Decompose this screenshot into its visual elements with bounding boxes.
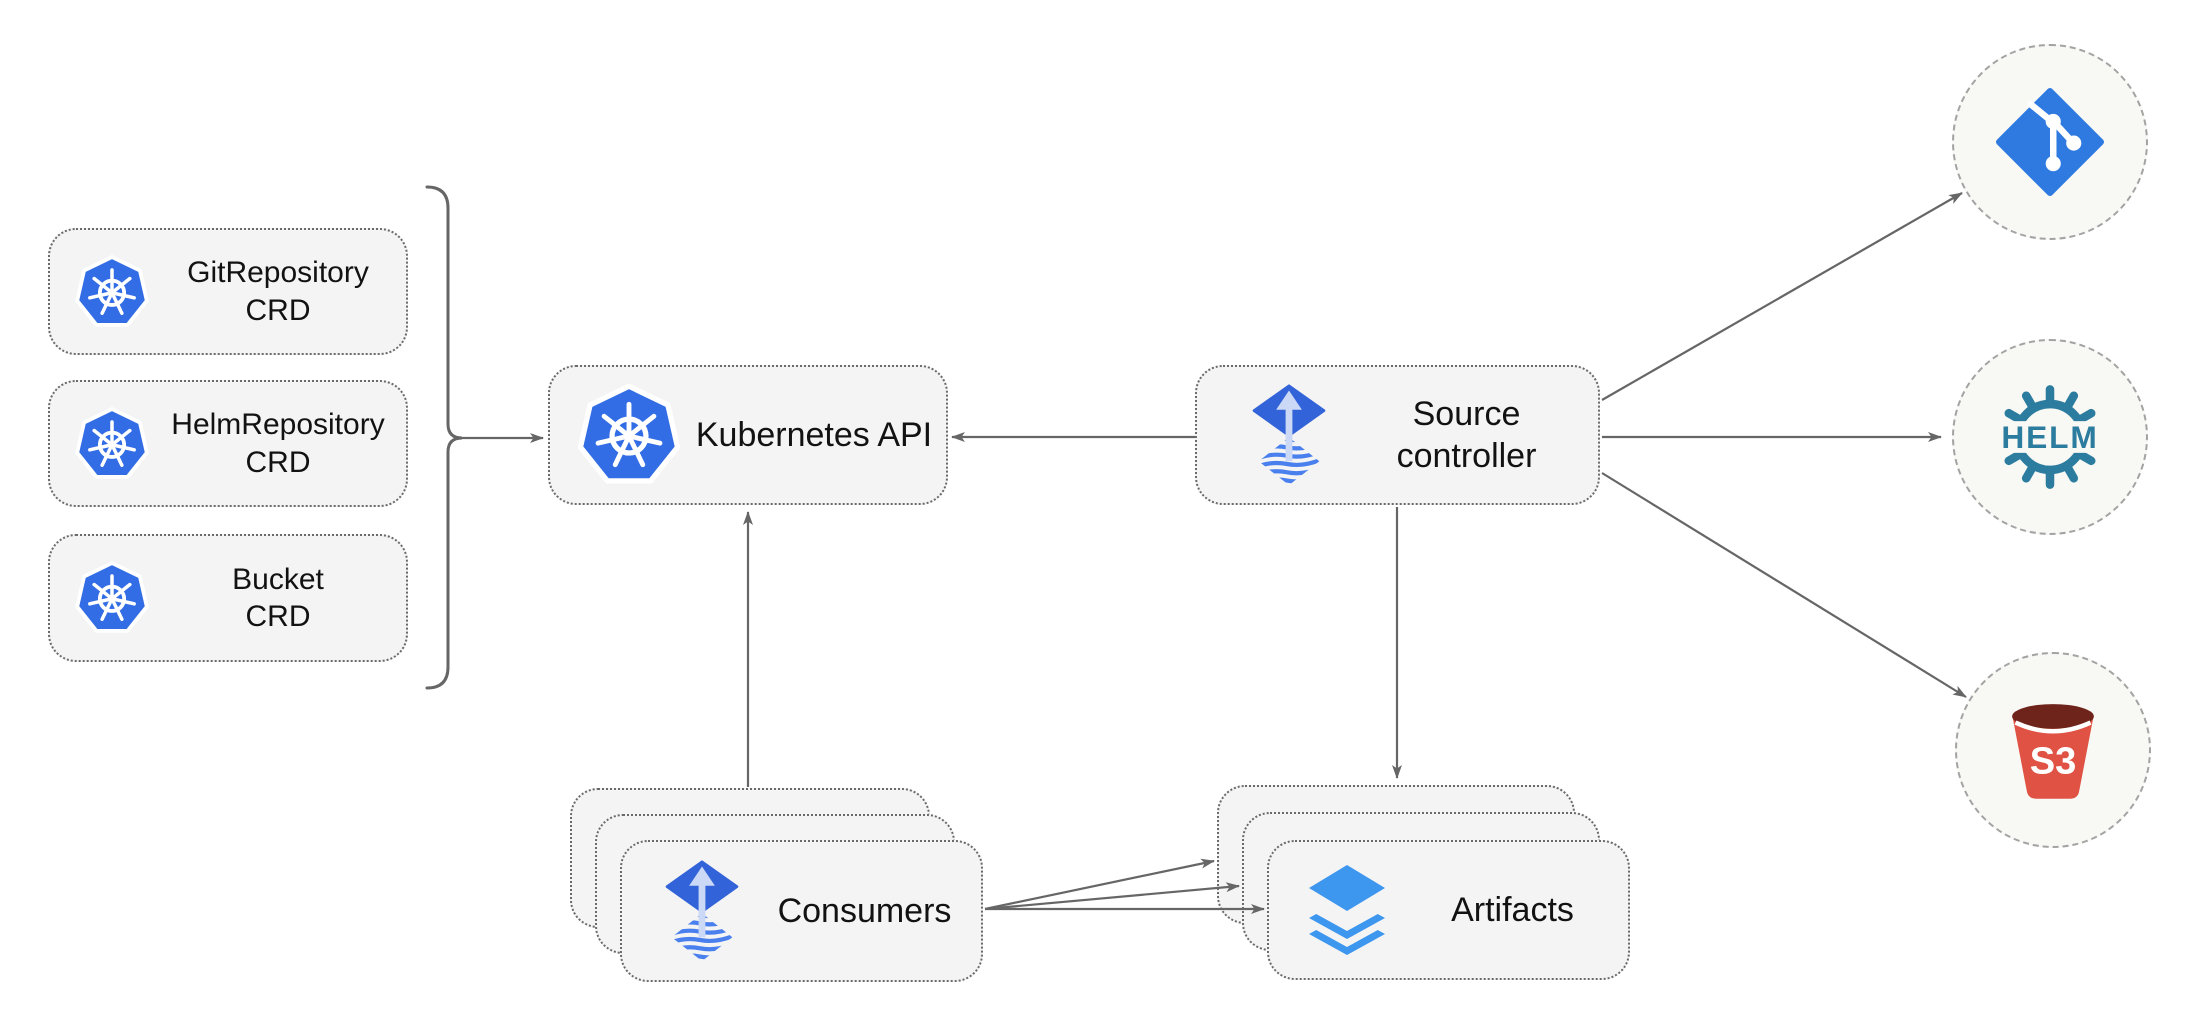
node-artifacts: Artifacts bbox=[1267, 840, 1630, 980]
arrow-consumers-to-artifacts-1 bbox=[984, 858, 1215, 911]
node-label: Kubernetes API bbox=[695, 415, 933, 454]
node-label: Consumers bbox=[777, 891, 952, 930]
s3-label: S3 bbox=[2030, 741, 2077, 783]
arrow-consumers-to-artifacts-2 bbox=[984, 882, 1240, 911]
crd-group-bracket bbox=[425, 185, 463, 690]
node-helmrepository-crd: HelmRepository CRD bbox=[48, 380, 408, 507]
flux-icon bbox=[1243, 384, 1335, 487]
node-label: HelmRepository CRD bbox=[171, 408, 385, 479]
s3-bucket-icon: S3 bbox=[2012, 704, 2094, 799]
node-label: GitRepository CRD bbox=[187, 256, 369, 327]
node-label: Artifacts bbox=[1451, 890, 1574, 929]
kubernetes-icon bbox=[74, 406, 150, 482]
helm-label: HELM bbox=[2001, 419, 2098, 455]
git-icon bbox=[1996, 88, 2104, 196]
node-source-controller: Source controller bbox=[1195, 365, 1600, 505]
flux-icon bbox=[656, 860, 748, 963]
helm-icon: HELM bbox=[1989, 385, 2111, 489]
kubernetes-icon bbox=[74, 254, 150, 330]
layers-icon bbox=[1309, 865, 1385, 955]
node-bucket-crd: Bucket CRD bbox=[48, 534, 408, 662]
node-label: Source controller bbox=[1396, 394, 1537, 476]
node-gitrepository-crd: GitRepository CRD bbox=[48, 228, 408, 355]
git-source-circle bbox=[1952, 44, 2148, 240]
node-kubernetes-api: Kubernetes API bbox=[548, 365, 948, 505]
kubernetes-icon bbox=[576, 382, 682, 488]
node-consumers: Consumers bbox=[620, 840, 983, 982]
kubernetes-icon bbox=[74, 560, 150, 636]
s3-source-circle: S3 bbox=[1955, 652, 2151, 848]
arrow-source-controller-to-git bbox=[1601, 192, 1963, 401]
arrow-source-controller-to-s3 bbox=[1601, 472, 1967, 698]
helm-source-circle: HELM bbox=[1952, 339, 2148, 535]
node-label: Bucket CRD bbox=[232, 562, 324, 634]
